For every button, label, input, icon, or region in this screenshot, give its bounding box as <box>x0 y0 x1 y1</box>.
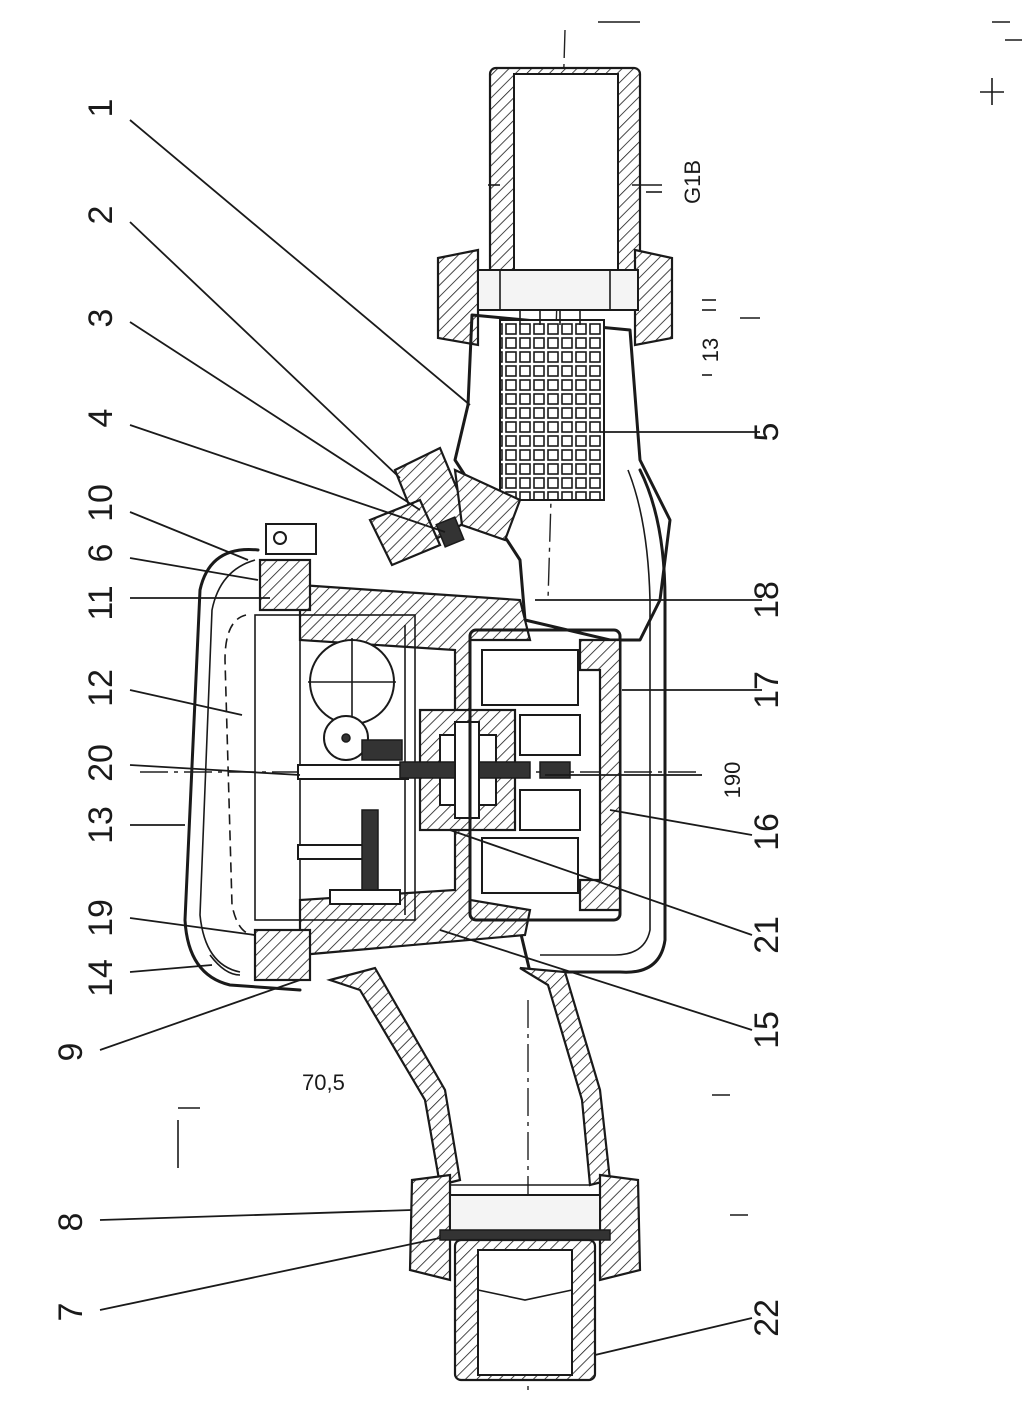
outlet-union-nut <box>408 1173 642 1282</box>
callout-20: 20 <box>82 744 120 782</box>
callout-21: 21 <box>748 916 786 954</box>
thread-size-label: G1B <box>680 160 705 204</box>
outlet-tail-piece <box>453 1238 597 1382</box>
callout-14: 14 <box>82 959 120 997</box>
callout-10: 10 <box>82 484 120 522</box>
callout-4: 4 <box>82 409 120 428</box>
callout-6: 6 <box>82 544 120 563</box>
callout-8: 8 <box>52 1213 90 1232</box>
callout-13: 13 <box>82 806 120 844</box>
callout-22: 22 <box>748 1299 786 1337</box>
callout-15: 15 <box>748 1011 786 1049</box>
callout-2: 2 <box>82 206 120 225</box>
callout-7: 7 <box>52 1303 90 1322</box>
meter-body-shell <box>453 313 672 642</box>
turbine-shaft-assembly <box>399 708 531 832</box>
callout-11: 11 <box>82 585 120 620</box>
dimension-190-label: 190 <box>720 762 745 799</box>
turbine-chamber <box>468 628 622 922</box>
leader-lines <box>99 119 762 1356</box>
callout-5: 5 <box>748 423 786 442</box>
register-gear-train <box>254 614 416 921</box>
mechanism-housing <box>298 583 532 957</box>
callout-9: 9 <box>52 1043 90 1062</box>
callout-3: 3 <box>82 309 120 328</box>
outlet-pipe <box>326 966 612 1187</box>
dimension-labels: G1B 13 190 70,5 <box>302 160 745 1095</box>
regulating-screw <box>368 446 522 567</box>
strainer-screen <box>499 310 605 501</box>
callout-18: 18 <box>748 581 786 619</box>
dimension-marks <box>177 21 1022 1216</box>
callout-numbers: 1 2 3 4 10 6 11 12 20 13 19 14 9 8 7 5 1… <box>52 99 786 1337</box>
inlet-pipe <box>488 66 662 292</box>
dimension-70-5-label: 70,5 <box>302 1070 345 1095</box>
callout-17: 17 <box>748 671 786 709</box>
inlet-union-nut <box>436 248 674 347</box>
callout-19: 19 <box>82 899 120 937</box>
callout-12: 12 <box>82 669 120 707</box>
dimension-13-label: 13 <box>698 338 723 362</box>
callout-1: 1 <box>82 99 120 118</box>
callout-16: 16 <box>748 813 786 851</box>
